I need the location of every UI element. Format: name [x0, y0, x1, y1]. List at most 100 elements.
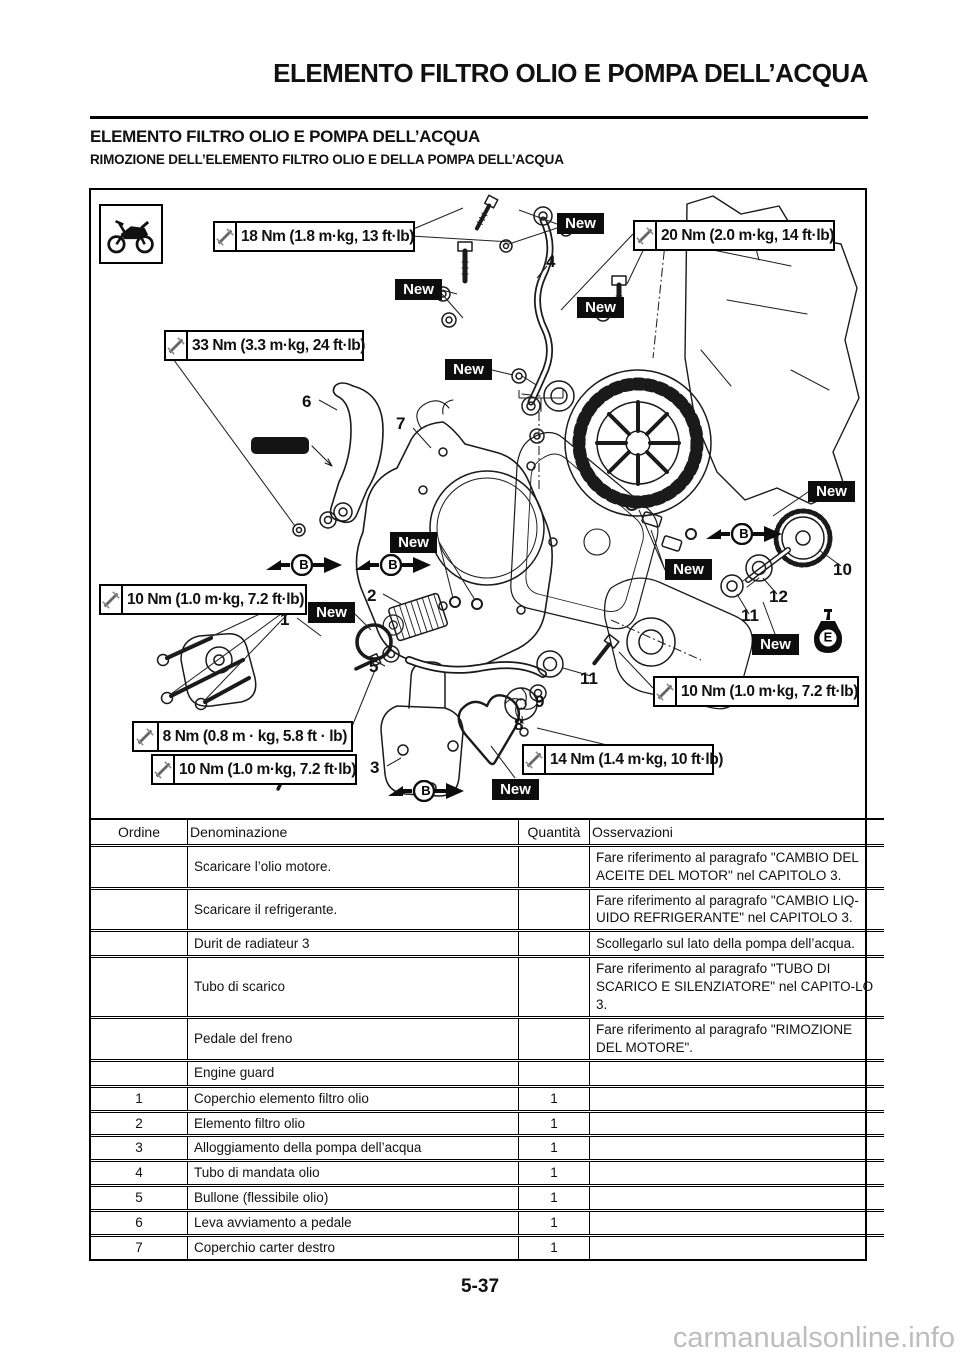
- wrench-icon: [635, 222, 657, 249]
- cell-osservazioni: [589, 1060, 884, 1087]
- torque-spec: 10 Nm (1.0 m·kg, 7.2 ft·lb): [681, 682, 858, 700]
- col-header-osservazioni: Osservazioni: [589, 819, 884, 846]
- new-part-label: New: [445, 359, 492, 380]
- grease-symbol-letter: B: [299, 556, 309, 572]
- cell-ordine: [91, 846, 188, 889]
- torque-callout-33nm: 33 Nm (3.3 m·kg, 24 ft·lb): [164, 330, 365, 361]
- torque-spec: 14 Nm (1.4 m·kg, 10 ft·lb): [550, 750, 724, 768]
- cell-ordine: 7: [135, 1239, 143, 1255]
- col-header-quantita: Quantità: [518, 819, 590, 846]
- motorcycle-icon: [107, 219, 154, 254]
- header-rule: [90, 116, 868, 119]
- cell-denominazione: Leva avviamento a pedale: [187, 1210, 519, 1236]
- table-row: Scaricare il refrigerante. Fare riferimen…: [91, 888, 884, 931]
- table-row: Scaricare l’olio motore. Fare riferimento…: [91, 845, 884, 889]
- cell-osservazioni: Fare riferimento al paragrafo "CAMBIO DE…: [589, 845, 884, 889]
- cell-osservazioni: [589, 1111, 884, 1136]
- cell-osservazioni: [589, 1185, 884, 1211]
- part-number: 2: [367, 586, 377, 605]
- cell-quantita: 1: [518, 1111, 590, 1136]
- torque-spec: 33 Nm (3.3 m·kg, 24 ft·lb): [192, 336, 366, 354]
- cell-ordine: [91, 931, 188, 957]
- cell-denominazione: Coperchio elemento filtro olio: [187, 1086, 519, 1111]
- cell-denominazione: Tubo di mandata olio: [187, 1160, 519, 1186]
- cell-denominazione: Bullone (flessibile olio): [187, 1185, 519, 1211]
- cell-ordine: 5: [135, 1189, 143, 1205]
- new-part-label: New: [808, 481, 855, 502]
- cell-quantita: [518, 1060, 590, 1087]
- cell-quantita: 1: [518, 1160, 590, 1186]
- table-header-row: Ordine Denominazione Quantità Osservazio…: [91, 819, 884, 846]
- torque-callout-10nm-left: 10 Nm (1.0 m·kg, 7.2 ft·lb): [99, 584, 307, 615]
- part-number: 8: [514, 715, 524, 734]
- torque-callout-18nm: 18 Nm (1.8 m·kg, 13 ft·lb): [213, 221, 415, 252]
- subsection-title: RIMOZIONE DELL’ELEMENTO FILTRO OLIO E DE…: [90, 152, 564, 167]
- cell-osservazioni: Fare riferimento al paragrafo "TUBO DI S…: [589, 956, 884, 1018]
- wrench-icon: [134, 723, 159, 750]
- cell-denominazione: Pedale del freno: [187, 1017, 519, 1061]
- torque-callout-14nm: 14 Nm (1.4 m·kg, 10 ft·lb): [522, 744, 723, 775]
- cell-ordine: [91, 1060, 188, 1086]
- wrench-icon: [153, 756, 175, 783]
- part-number: 3: [370, 758, 380, 777]
- grease-symbol: B: [355, 554, 431, 576]
- part-number: 10: [833, 560, 852, 579]
- cell-osservazioni: [589, 1086, 884, 1111]
- cell-ordine: 1: [135, 1090, 143, 1106]
- grease-symbol-letter: B: [739, 525, 749, 541]
- new-part-label: New: [492, 779, 539, 800]
- engine-oil-symbol-letter: E: [823, 629, 833, 645]
- part-number: 11: [580, 669, 598, 688]
- cell-ordine: 2: [135, 1115, 143, 1131]
- part-number: 1: [280, 610, 290, 629]
- exploded-diagram: 18 Nm (1.8 m·kg, 13 ft·lb) 20 Nm (2.0 m·…: [91, 190, 865, 818]
- new-part-label: New: [557, 213, 604, 234]
- new-part-label: New: [390, 532, 437, 553]
- torque-spec: 10 Nm (1.0 m·kg, 7.2 ft·lb): [179, 760, 356, 778]
- part-number: 9: [535, 692, 545, 711]
- wrench-icon: [524, 746, 546, 773]
- cell-osservazioni: Fare riferimento al paragrafo "CAMBIO LI…: [589, 888, 884, 931]
- motorcycle-icon-box: [99, 204, 163, 264]
- cell-ordine: 6: [135, 1214, 143, 1230]
- torque-spec: 8 Nm (0.8 m · kg, 5.8 ft · lb): [162, 727, 348, 745]
- cell-denominazione: Engine guard: [187, 1060, 519, 1087]
- grease-symbol: B: [706, 523, 782, 545]
- cell-quantita: [518, 1017, 590, 1061]
- cell-ordine: 3: [135, 1140, 143, 1156]
- part-number: 5: [369, 657, 379, 676]
- figure-frame: 18 Nm (1.8 m·kg, 13 ft·lb) 20 Nm (2.0 m·…: [89, 188, 884, 1262]
- cell-osservazioni: [589, 1210, 884, 1236]
- torque-callout-10nm-right: 10 Nm (1.0 m·kg, 7.2 ft·lb): [653, 676, 859, 707]
- part-number: 12: [769, 587, 788, 606]
- engine-oil-symbol: E: [811, 608, 845, 654]
- wrench-icon: [166, 332, 188, 359]
- torque-callout-8nm: 8 Nm (0.8 m · kg, 5.8 ft · lb): [132, 721, 353, 752]
- new-part-label: New: [665, 559, 712, 580]
- new-part-label: New: [752, 634, 799, 655]
- cell-denominazione: Alloggiamento della pompa dell’acqua: [187, 1135, 519, 1161]
- grease-symbol-letter: B: [421, 782, 431, 798]
- cell-denominazione: Tubo di scarico: [187, 956, 519, 1018]
- watermark: carmanualsonline.info: [672, 1322, 955, 1354]
- page-title: ELEMENTO FILTRO OLIO E POMPA DELL’ACQUA: [90, 127, 481, 146]
- cell-quantita: 1: [518, 1086, 590, 1111]
- col-header-ordine: Ordine: [117, 824, 161, 840]
- cell-quantita: [518, 956, 590, 1018]
- cell-denominazione: Scaricare l’olio motore.: [187, 845, 519, 889]
- wrench-icon: [101, 586, 123, 613]
- cell-ordine: [91, 957, 188, 1017]
- cell-osservazioni: [589, 1160, 884, 1186]
- cell-denominazione: Scaricare il refrigerante.: [187, 888, 519, 931]
- grease-symbol: B: [266, 554, 342, 576]
- cell-ordine: 4: [135, 1165, 143, 1181]
- cell-quantita: [518, 845, 590, 889]
- table-row: Tubo di scarico Fare riferimento al parag…: [91, 956, 884, 1018]
- part-number: 11: [741, 606, 759, 625]
- part-number: 6: [302, 392, 312, 411]
